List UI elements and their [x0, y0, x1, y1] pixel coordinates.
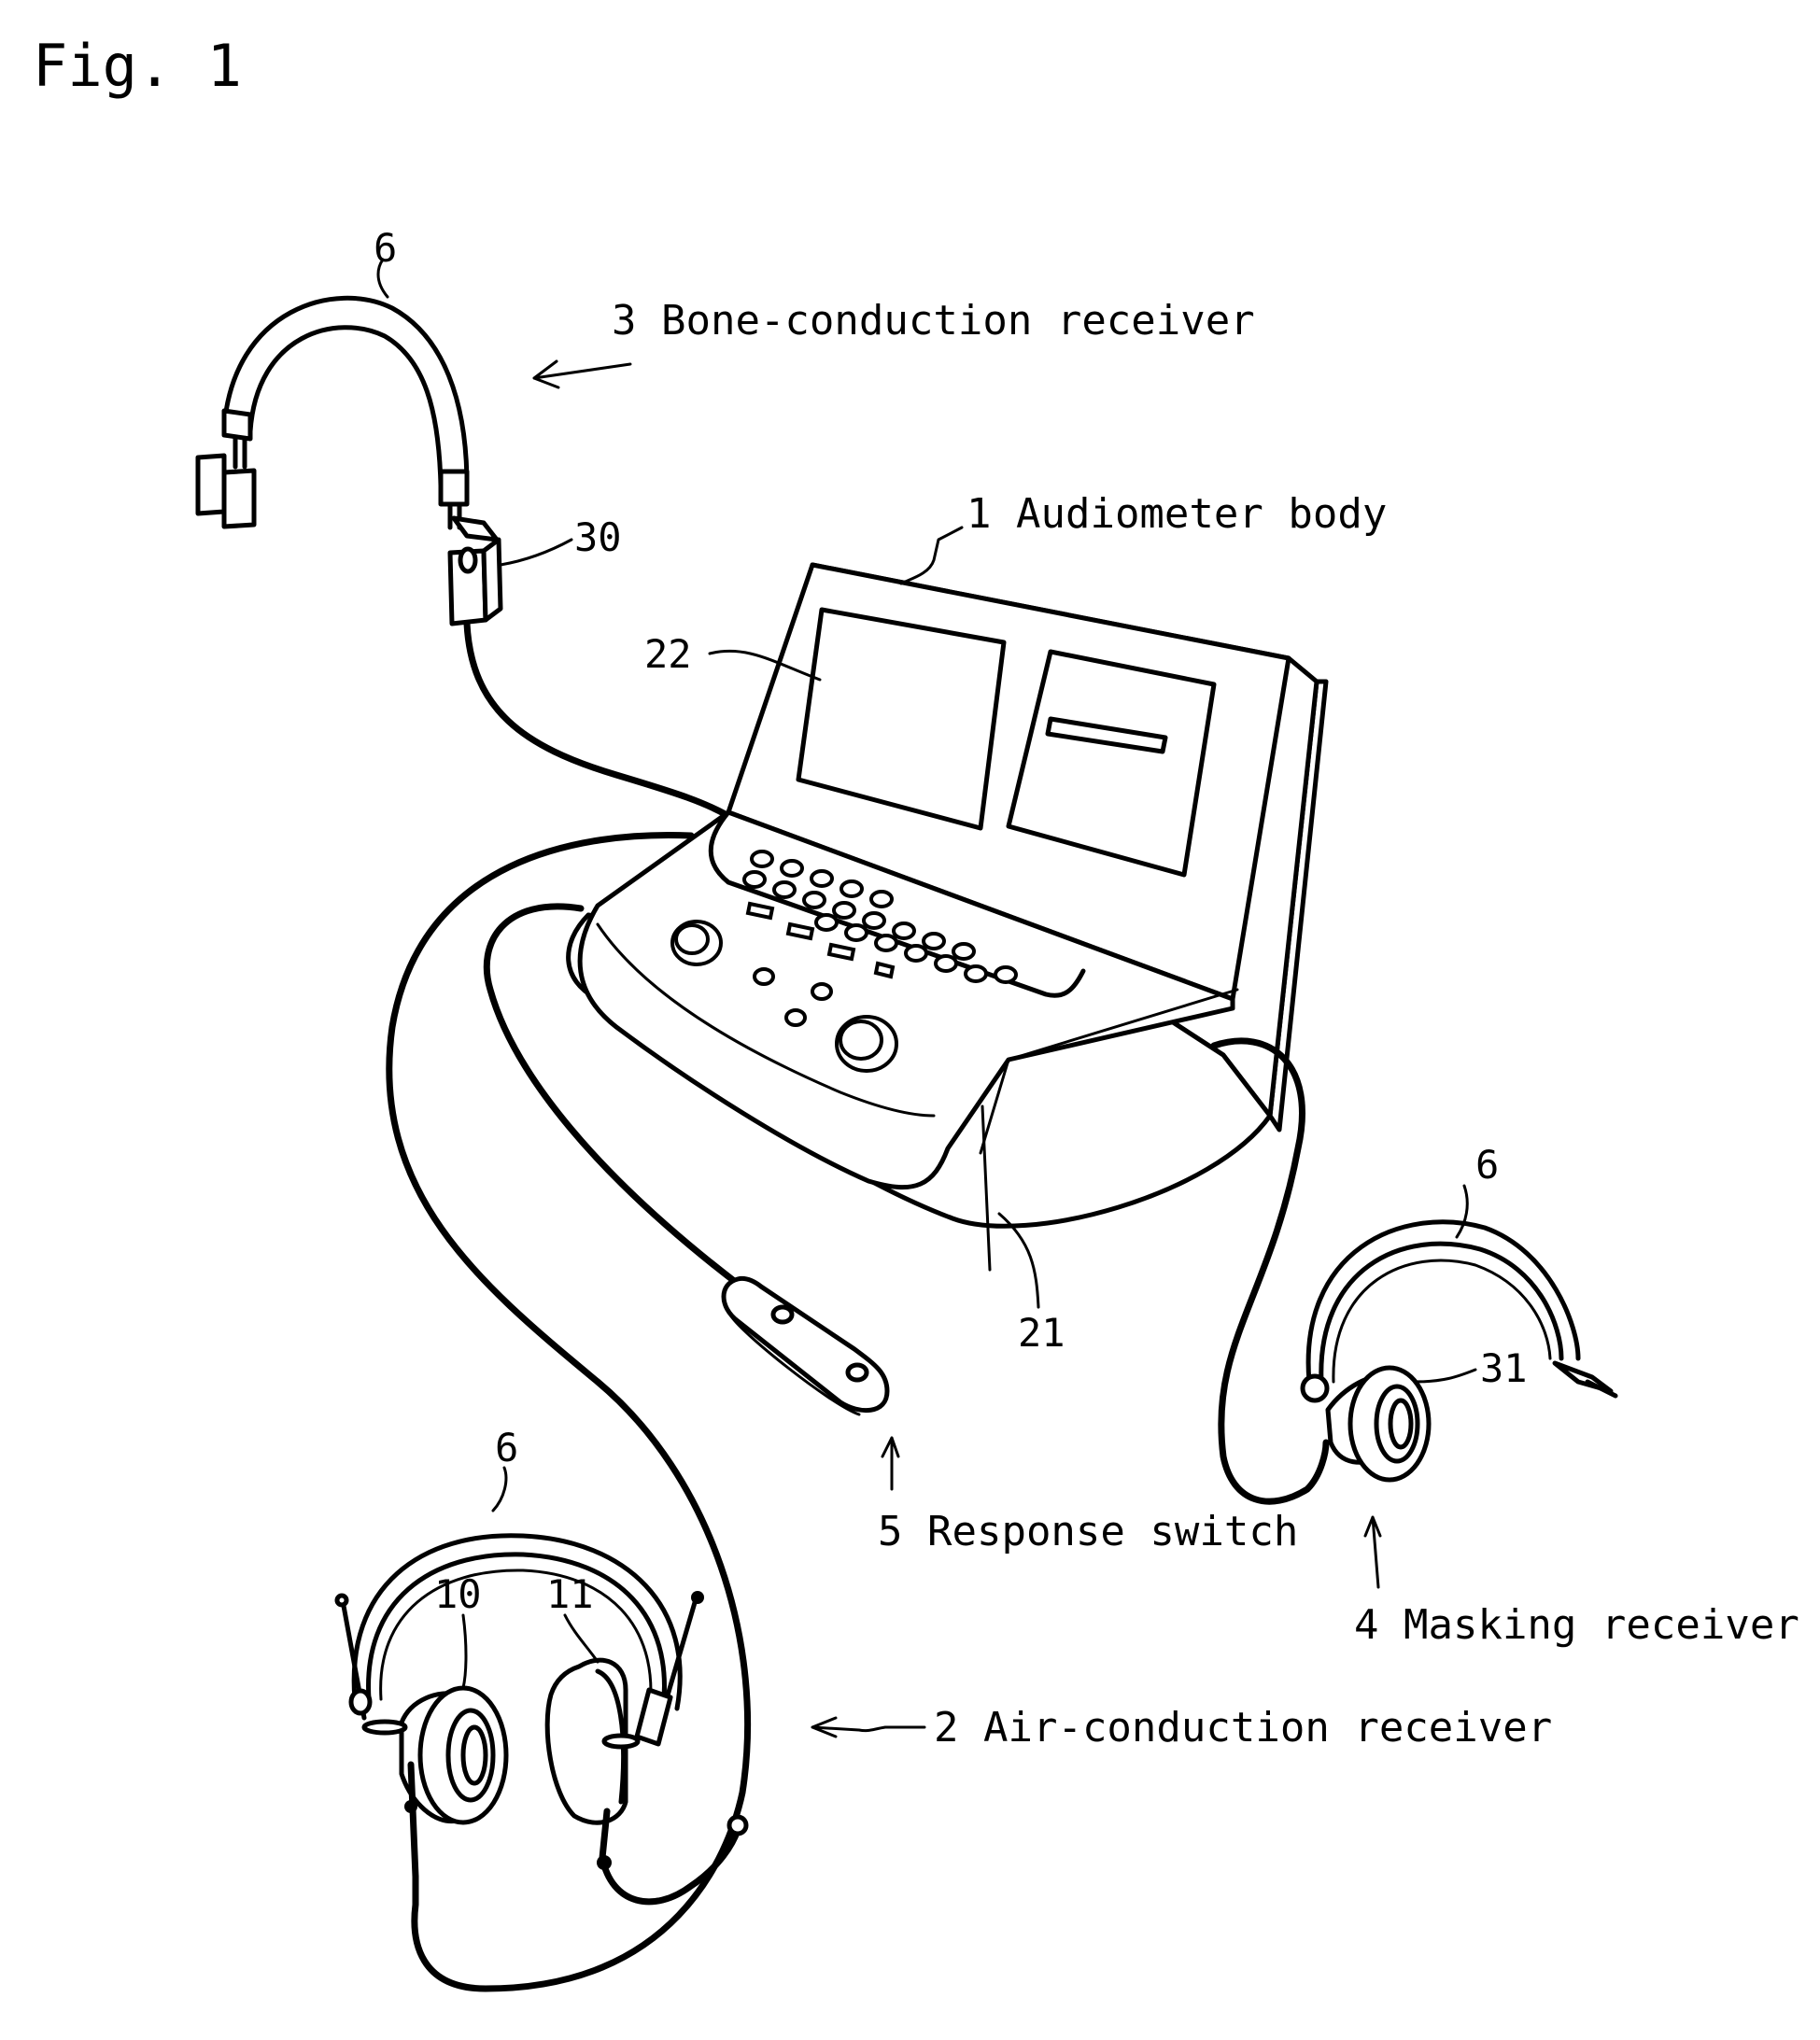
ref-6-air-leader — [493, 1468, 506, 1511]
response-switch-button — [773, 1307, 792, 1322]
ref-10-leader — [463, 1615, 466, 1688]
response-switch — [724, 1278, 887, 1414]
panel-button — [894, 923, 914, 938]
panel-button — [871, 892, 892, 907]
ref-10: 10 — [434, 1571, 482, 1617]
air-right-clip — [604, 1736, 638, 1747]
air-left-pivot — [351, 1691, 370, 1713]
masking-pivot — [1303, 1376, 1327, 1400]
right-dial-cap — [840, 1021, 882, 1059]
label-audiometer-body: 1 Audiometer body — [966, 490, 1387, 538]
response-switch-button — [848, 1365, 867, 1380]
ref-22: 22 — [644, 631, 692, 677]
air-right-yoke — [637, 1690, 670, 1744]
panel-button — [811, 871, 832, 886]
panel-button — [774, 882, 795, 897]
ref-31-leader — [1415, 1370, 1475, 1382]
bone-receiver-pointer-arrow — [534, 361, 630, 387]
panel-slider — [748, 904, 772, 918]
ref-6-bone: 6 — [374, 225, 397, 271]
ref-6-air: 6 — [495, 1425, 518, 1470]
ref-31: 31 — [1480, 1345, 1528, 1391]
label-bone-conduction-receiver: 3 Bone-conduction receiver — [612, 297, 1255, 345]
air-left-earphone-cord — [411, 1765, 416, 1877]
figure-title: Fig. 1 — [33, 32, 242, 100]
panel-button — [804, 893, 825, 907]
panel-slider — [829, 945, 854, 959]
air-cord-splitter — [729, 1817, 746, 1834]
air-right-rod-tip — [691, 1591, 704, 1604]
left-dial-cap — [676, 925, 708, 953]
connector-30-top — [454, 518, 497, 540]
ref-11: 11 — [546, 1571, 594, 1617]
panel-button — [906, 946, 926, 961]
response-switch-pointer-arrow — [882, 1438, 898, 1489]
ref-6-masking: 6 — [1475, 1142, 1499, 1188]
panel-button — [953, 944, 974, 959]
air-left-clip — [364, 1722, 405, 1733]
bone-conduction-receiver — [198, 298, 738, 822]
small-knob — [786, 1010, 805, 1025]
air-conduction-receiver — [337, 1536, 746, 1902]
ref-21: 21 — [1018, 1310, 1065, 1356]
panel-button — [924, 934, 944, 949]
air-left-rod-tip — [337, 1596, 346, 1605]
small-knob — [812, 984, 831, 999]
connector-30-eyelet — [460, 549, 475, 571]
audiometer-body-leader — [901, 528, 962, 584]
panel-slider — [788, 924, 812, 938]
masking-receiver — [1303, 1222, 1615, 1480]
air-cord-bead-left — [404, 1800, 417, 1813]
panel-button — [752, 851, 772, 866]
panel-button — [782, 861, 802, 876]
bone-band-end-left — [224, 411, 250, 439]
masking-receiver-pointer-arrow — [1365, 1517, 1380, 1587]
panel-button — [816, 915, 837, 930]
panel-button — [995, 967, 1016, 982]
masking-earcup-center — [1390, 1400, 1411, 1447]
panel-button — [966, 966, 986, 981]
ref-30-leader — [501, 540, 571, 565]
bone-vibrator-side — [224, 471, 254, 527]
panel-slider — [876, 964, 893, 977]
panel-button — [744, 872, 765, 887]
connector-30-side — [484, 540, 501, 620]
bone-receiver-cord — [467, 624, 738, 822]
bone-vibrator-front — [198, 456, 224, 514]
small-knob — [755, 969, 773, 984]
bone-left-stem — [235, 439, 245, 467]
ref-30: 30 — [574, 514, 622, 560]
ref-6-masking-leader — [1457, 1186, 1467, 1237]
earphone-10-center — [463, 1727, 486, 1783]
air-receiver-pointer-arrow — [812, 1718, 924, 1737]
panel-button — [846, 925, 867, 940]
panel-button — [841, 881, 862, 896]
panel-button — [876, 936, 896, 950]
panel-button — [864, 913, 884, 928]
panel-button — [936, 956, 956, 971]
air-cord-bead-right — [597, 1855, 612, 1870]
label-air-conduction-receiver: 2 Air-conduction receiver — [934, 1704, 1552, 1752]
panel-button — [834, 903, 854, 918]
label-response-switch: 5 Response switch — [878, 1508, 1298, 1555]
bone-headband-inner — [250, 328, 441, 485]
response-switch-housing — [724, 1278, 887, 1410]
bone-band-end-right — [441, 471, 467, 504]
label-masking-receiver: 4 Masking receiver — [1354, 1601, 1799, 1649]
ref-11-leader — [565, 1615, 598, 1662]
